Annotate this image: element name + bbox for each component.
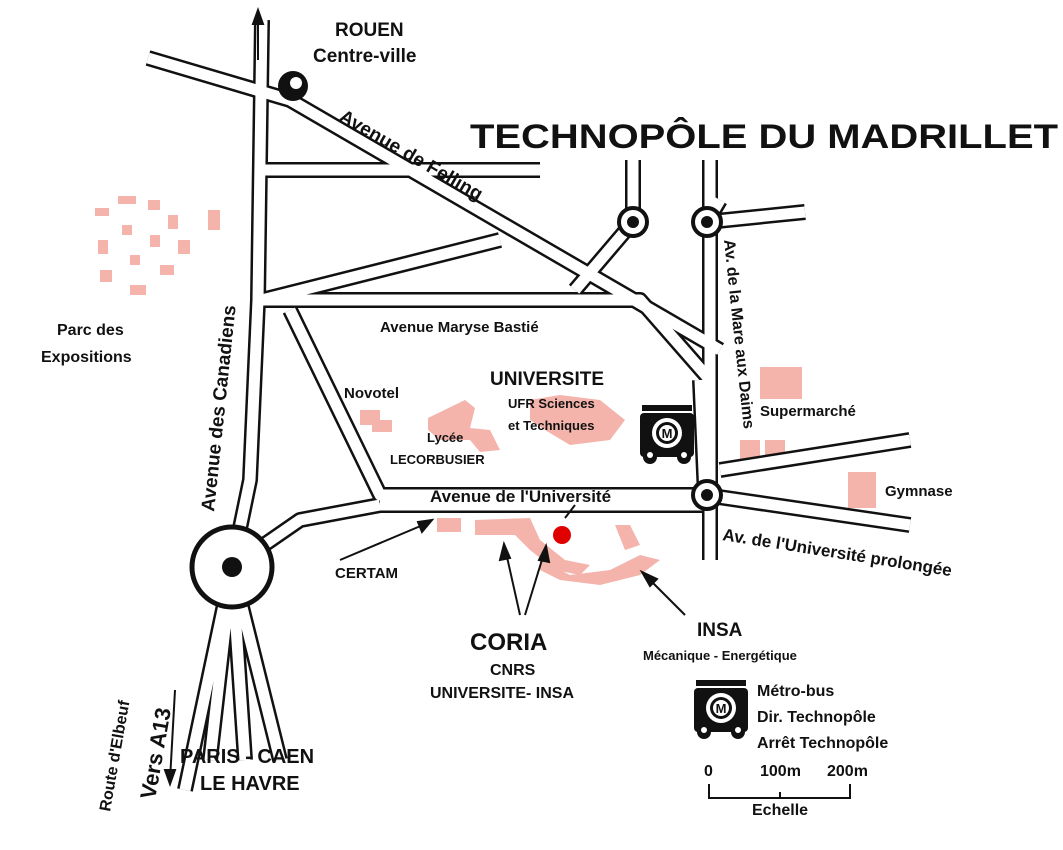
novotel-building xyxy=(360,410,392,432)
legend-metro-3: Arrêt Technopôle xyxy=(757,735,888,752)
label-lycee1: Lycée xyxy=(427,430,463,445)
supermarche-building xyxy=(760,367,802,399)
ufr-building xyxy=(530,395,625,445)
scale-bar xyxy=(708,784,851,799)
location-marker xyxy=(553,526,571,544)
label-supermarche: Supermarché xyxy=(760,403,856,420)
insa-building xyxy=(540,555,660,585)
label-insa-sub: Mécanique - Energétique xyxy=(643,648,797,663)
label-parc1: Parc des xyxy=(57,322,124,339)
label-parc2: Expositions xyxy=(41,349,132,366)
label-certam: CERTAM xyxy=(335,565,398,582)
label-bastie: Avenue Maryse Bastié xyxy=(380,319,539,336)
label-mare: Av. de la Mare aux Daims xyxy=(720,239,757,430)
label-felling: Avenue de Felling xyxy=(336,106,487,205)
label-insa: INSA xyxy=(697,620,743,641)
label-centre-ville: Centre-ville xyxy=(313,46,416,67)
lycee-building xyxy=(428,400,500,452)
parc-expositions-buildings xyxy=(95,196,220,295)
svg-text:M: M xyxy=(716,701,727,716)
label-vers-a13: Vers A13 xyxy=(135,706,176,801)
coria-building xyxy=(475,518,590,575)
label-cnrs: CNRS xyxy=(490,662,536,679)
scale-200: 200m xyxy=(827,763,868,780)
legend-metro-bus-icon: M xyxy=(694,680,748,739)
legend-metro-2: Dir. Technopôle xyxy=(757,709,876,726)
arrows xyxy=(163,7,686,787)
label-paris-caen: PARIS - CAEN xyxy=(180,746,314,768)
label-coria: CORIA xyxy=(470,629,547,656)
legend-metro-1: Métro-bus xyxy=(757,683,834,700)
buildings xyxy=(95,196,876,585)
map-title: TECHNOPÔLE DU MADRILLET xyxy=(470,117,1058,156)
label-prolongee: Av. de l'Université prolongée xyxy=(721,525,953,580)
label-univ-insa: UNIVERSITE- INSA xyxy=(430,685,574,702)
label-le-havre: LE HAVRE xyxy=(200,773,300,795)
label-gymnase: Gymnase xyxy=(885,483,953,500)
gymnase-building xyxy=(848,472,876,508)
label-canadiens: Avenue des Canadiens xyxy=(198,304,241,512)
label-route-elbeuf: Route d'Elbeuf xyxy=(97,699,133,813)
label-lycee2: LECORBUSIER xyxy=(390,452,485,467)
label-universite: UNIVERSITE xyxy=(490,369,604,390)
metro-bus-icon: M xyxy=(640,405,694,464)
scale-100: 100m xyxy=(760,763,801,780)
certam-building xyxy=(437,518,461,532)
scale-label: Echelle xyxy=(752,802,808,819)
label-rouen: ROUEN xyxy=(335,20,404,41)
svg-text:M: M xyxy=(662,426,673,441)
scale-0: 0 xyxy=(704,763,713,780)
label-ufr2: et Techniques xyxy=(508,418,594,433)
roundabouts xyxy=(189,71,723,610)
label-ufr1: UFR Sciences xyxy=(508,396,595,411)
label-avenue-universite: Avenue de l'Université xyxy=(430,487,611,506)
label-novotel: Novotel xyxy=(344,385,399,402)
